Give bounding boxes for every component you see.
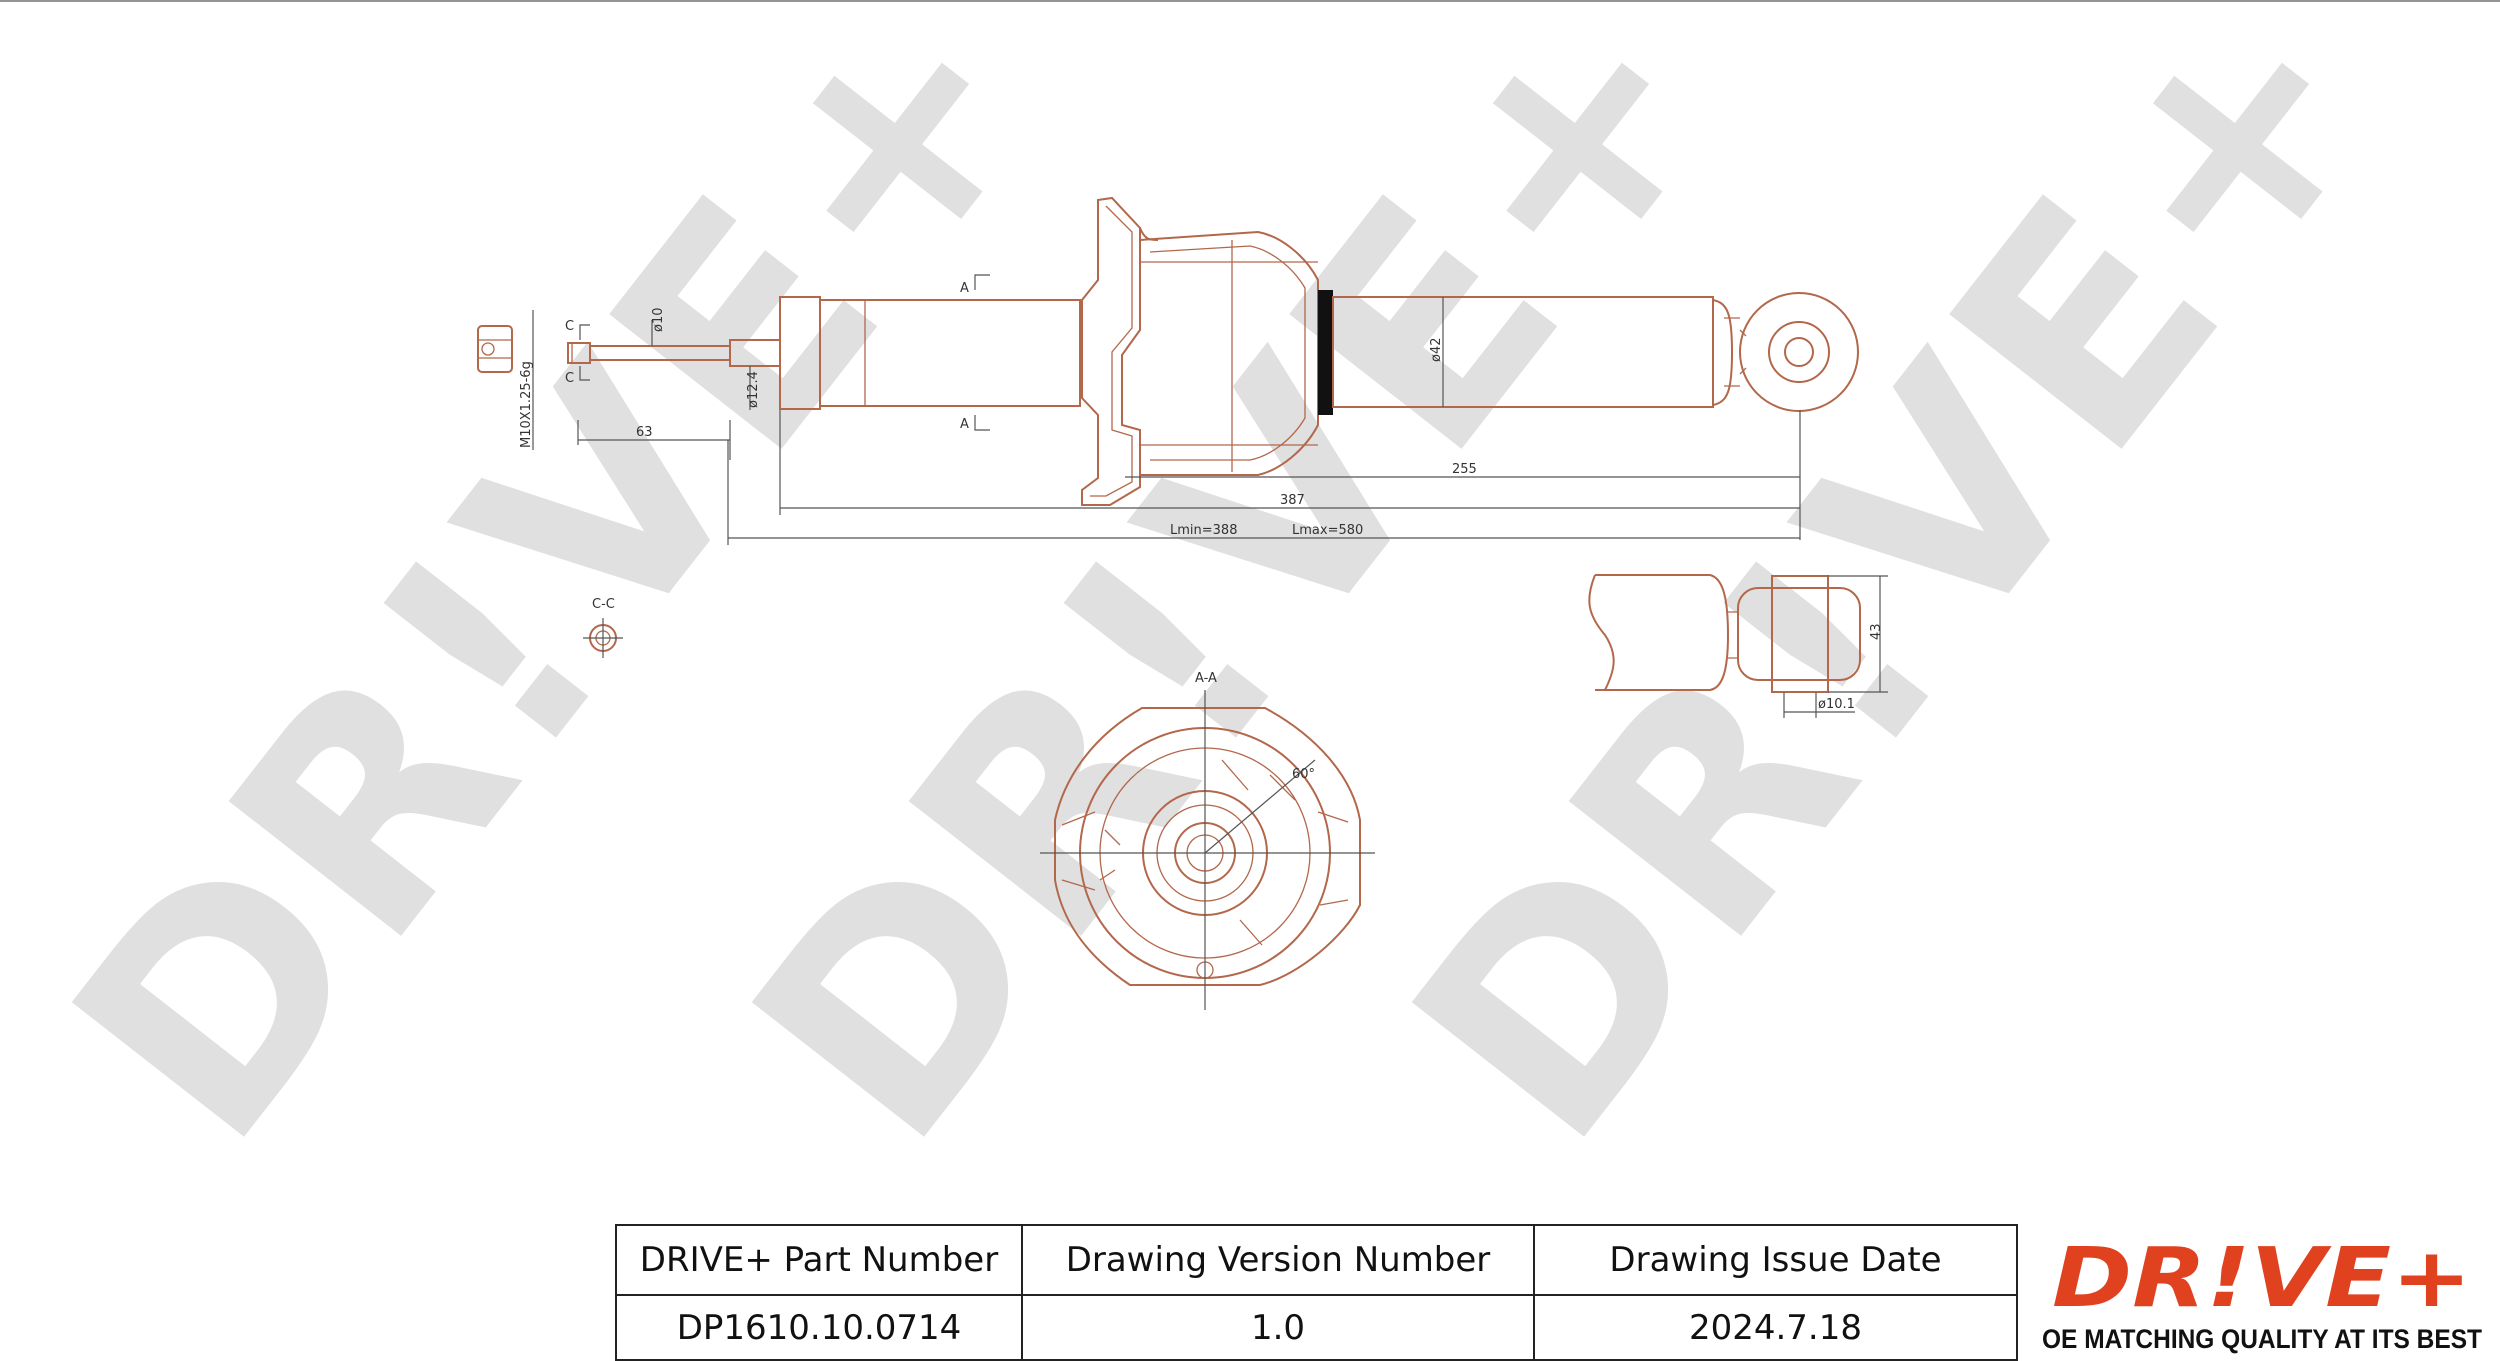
lower-cylinder xyxy=(1332,296,1734,408)
dia-10-label: ø10 xyxy=(651,308,666,333)
svg-text:C: C xyxy=(565,371,574,386)
title-block: DRIVE+ Part Number Drawing Version Numbe… xyxy=(615,1224,2500,1361)
part-number-header: DRIVE+ Part Number xyxy=(615,1224,1023,1296)
section-c-c-view: C-C xyxy=(583,597,623,658)
section-mark-c-bottom: C xyxy=(565,366,590,386)
eye-side-detail: 43 ø10.1 xyxy=(1588,574,1888,718)
bottom-eye xyxy=(1724,292,1859,412)
section-mark-c-top: C xyxy=(565,319,590,340)
svg-text:C: C xyxy=(565,319,574,334)
dia-42-label: ø42 xyxy=(1429,338,1444,363)
dia-10-1-label: ø10.1 xyxy=(1818,697,1855,712)
version-value: 1.0 xyxy=(1021,1294,1535,1361)
svg-text:A: A xyxy=(960,417,969,432)
angle-label: 60° xyxy=(1292,767,1315,782)
lmax-label: Lmax=580 xyxy=(1292,523,1363,538)
issue-date-value: 2024.7.18 xyxy=(1533,1294,2018,1361)
dim-63-label: 63 xyxy=(636,425,653,440)
dim-43-label: 43 xyxy=(1869,623,1884,640)
dimension-lines xyxy=(532,297,1801,545)
section-mark-a-top: A xyxy=(960,274,990,296)
section-a-a-view: A-A 60° xyxy=(1040,671,1375,1010)
title-block-table: DRIVE+ Part Number Drawing Version Numbe… xyxy=(615,1224,2018,1361)
seal-ring xyxy=(1318,290,1333,415)
top-nut xyxy=(477,325,513,373)
logo-mark: DR!VE+ xyxy=(2052,1231,2472,1326)
dim-255-label: 255 xyxy=(1452,462,1477,477)
upper-tube xyxy=(779,296,1081,410)
brand-logo: DR!VE+ OE MATCHING QUALITY AT ITS BEST xyxy=(2042,1231,2482,1354)
section-mark-a-bottom: A xyxy=(960,415,990,432)
logo-tagline: OE MATCHING QUALITY AT ITS BEST xyxy=(2042,1324,2482,1354)
svg-text:A: A xyxy=(960,281,969,296)
part-number-value: DP1610.10.0714 xyxy=(615,1294,1023,1361)
section-c-c-label: C-C xyxy=(592,597,615,612)
dim-387-label: 387 xyxy=(1280,493,1305,508)
dia-12-4-label: ø12.4 xyxy=(746,371,761,408)
issue-date-header: Drawing Issue Date xyxy=(1533,1224,2018,1296)
section-a-a-label: A-A xyxy=(1195,671,1217,686)
thread-label: M10X1.25-6g xyxy=(519,361,534,448)
version-header: Drawing Version Number xyxy=(1021,1224,1535,1296)
watermark-group: DR!VE+ DR!VE+ DR!VE+ xyxy=(8,0,2449,1202)
shock-absorber-side-view: A A C C xyxy=(477,196,1859,545)
lmin-label: Lmin=388 xyxy=(1170,523,1237,538)
